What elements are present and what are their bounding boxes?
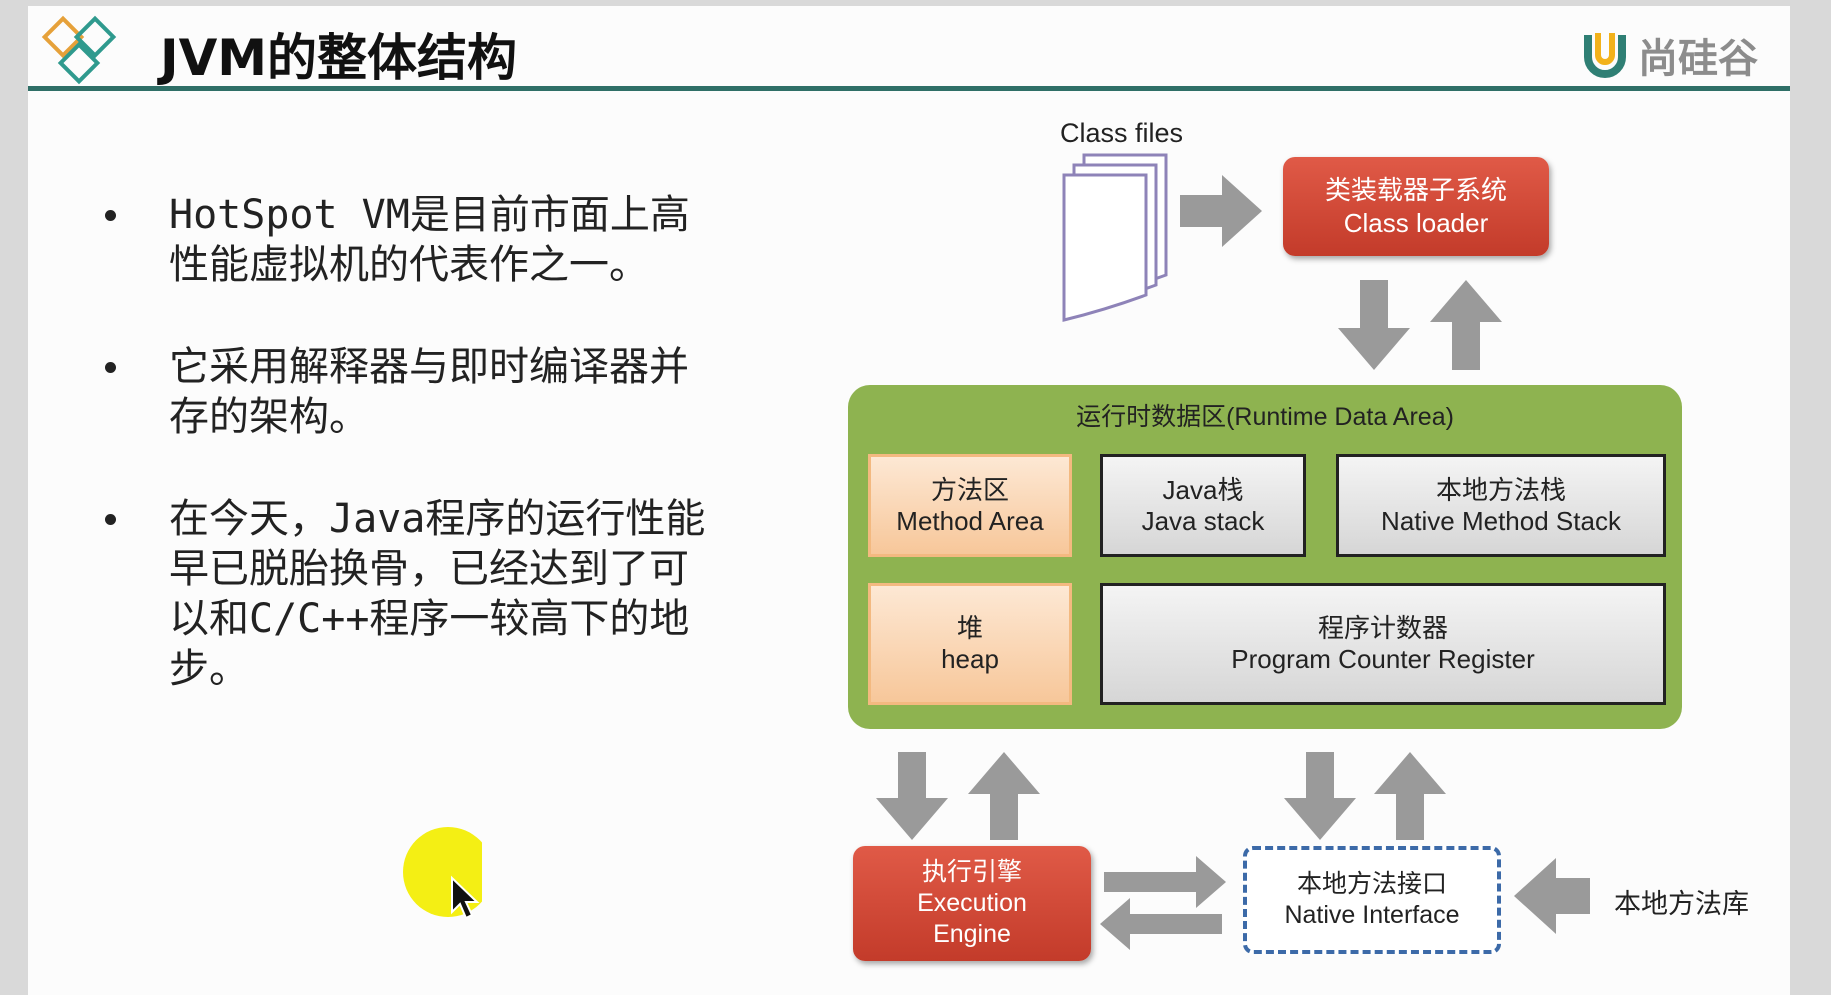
execution-engine-l3: Engine [933, 920, 1011, 948]
arrow-down-icon [1284, 752, 1356, 840]
brand-u-icon [1584, 33, 1626, 78]
cursor-highlight-icon [403, 827, 482, 920]
program-counter-cn: 程序计数器 [1317, 613, 1448, 643]
bullet-dot-icon [105, 514, 116, 525]
native-method-stack-cn: 本地方法栈 [1435, 474, 1566, 505]
bullet-line: 步。 [169, 646, 249, 692]
java-stack-en: Java stack [1141, 505, 1265, 536]
method-area-cn: 方法区 [930, 474, 1009, 505]
native-method-stack-en: Native Method Stack [1381, 505, 1621, 536]
bullet-dot-icon [105, 362, 116, 373]
bullet-line: HotSpot VM是目前市面上高 [169, 192, 690, 238]
runtime-data-area-title: 运行时数据区(Runtime Data Area) [1076, 403, 1454, 431]
bullet-dot-icon [105, 210, 116, 221]
bullet-item: 它采用解释器与即时编译器并 存的架构。 [105, 342, 785, 442]
class-loader-cn: 类装载器子系统 [1324, 174, 1507, 205]
class-loader-box: 类装载器子系统 Class loader [1283, 157, 1549, 256]
program-counter-en: Program Counter Register [1231, 644, 1535, 674]
arrow-right-icon [1104, 856, 1226, 908]
bullet-line: 存的架构。 [169, 394, 369, 440]
method-area-en: Method Area [896, 505, 1044, 536]
header-divider [28, 86, 1790, 91]
bullet-item: HotSpot VM是目前市面上高 性能虚拟机的代表作之一。 [105, 190, 785, 290]
native-interface-cn: 本地方法接口 [1296, 870, 1447, 898]
native-interface-box: 本地方法接口 Native Interface [1243, 846, 1501, 954]
brand-text: 尚硅谷 [1638, 36, 1758, 82]
diamond-logo-icon [41, 15, 117, 85]
bullet-line: 在今天，Java程序的运行性能 [169, 496, 706, 542]
arrow-left-icon [1514, 858, 1590, 934]
arrow-up-icon [1374, 752, 1446, 840]
arrow-up-icon [1430, 280, 1502, 370]
brand-logo: 尚硅谷 [1582, 26, 1758, 84]
native-interface-en: Native Interface [1284, 901, 1460, 929]
java-stack-box: Java栈 Java stack [1100, 454, 1306, 557]
class-files-label: Class files [1060, 118, 1184, 148]
heap-en: heap [941, 644, 999, 674]
native-library-label: 本地方法库 [1614, 889, 1749, 919]
arrow-right-icon [1180, 175, 1262, 247]
execution-engine-l2: Execution [917, 889, 1027, 917]
native-method-stack-box: 本地方法栈 Native Method Stack [1336, 454, 1666, 557]
heap-box: 堆 heap [868, 583, 1072, 705]
bullet-line: 以和C/C++程序一较高下的地 [169, 596, 690, 642]
method-area-box: 方法区 Method Area [868, 454, 1072, 557]
bullet-line: 性能虚拟机的代表作之一。 [169, 242, 649, 288]
class-loader-en: Class loader [1343, 207, 1489, 238]
page-title: JVM的整体结构 [160, 29, 518, 87]
program-counter-box: 程序计数器 Program Counter Register [1100, 583, 1666, 705]
bullet-line: 早已脱胎换骨，已经达到了可 [169, 546, 689, 592]
arrow-down-icon [1338, 280, 1410, 370]
heap-cn: 堆 [956, 613, 983, 643]
java-stack-cn: Java栈 [1162, 474, 1244, 505]
bullet-line: 它采用解释器与即时编译器并 [169, 344, 689, 390]
arrow-up-icon [968, 752, 1040, 840]
bullet-list: HotSpot VM是目前市面上高 性能虚拟机的代表作之一。 它采用解释器与即时… [105, 190, 785, 746]
execution-engine-l1: 执行引擎 [921, 858, 1022, 886]
class-files-icon [1062, 153, 1168, 322]
arrow-left-icon [1100, 898, 1222, 950]
execution-engine-box: 执行引擎 Execution Engine [853, 846, 1091, 961]
arrow-down-icon [876, 752, 948, 840]
bullet-item: 在今天，Java程序的运行性能 早已脱胎换骨，已经达到了可 以和C/C++程序一… [105, 494, 785, 694]
